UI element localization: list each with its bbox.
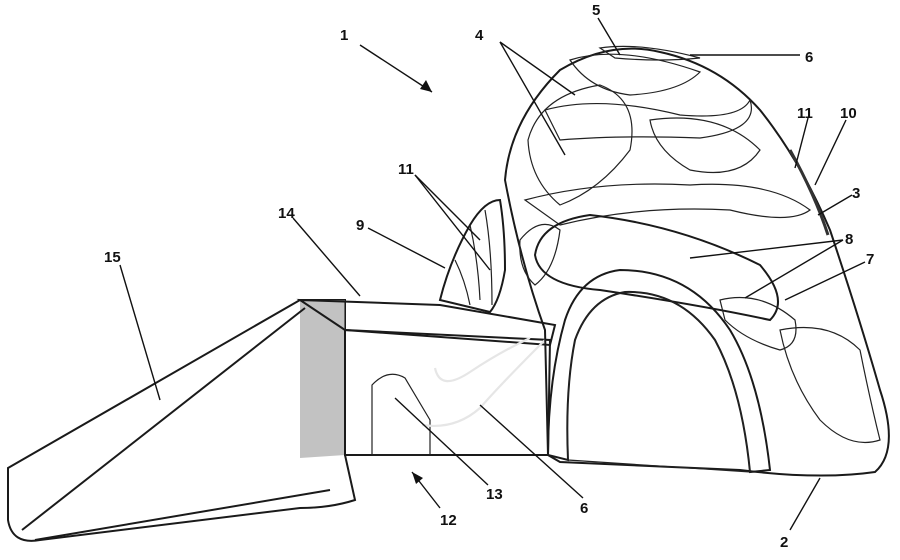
tunnel-roof xyxy=(296,298,557,347)
ref-label-3: 3 xyxy=(852,185,860,202)
frame-rib xyxy=(469,224,481,301)
side-window-panel xyxy=(719,296,797,351)
ramp-side-face xyxy=(300,300,345,458)
ref-label-11-left: 11 xyxy=(398,161,414,178)
dome-light-patch xyxy=(527,84,633,206)
inner-door xyxy=(371,373,431,456)
tunnel-opening xyxy=(344,328,552,456)
ref-label-1: 1 xyxy=(340,27,348,44)
ref-label-12: 12 xyxy=(440,512,457,529)
ramp-ridge-line xyxy=(34,489,331,541)
front-ramp xyxy=(7,299,357,542)
dome-light-patch xyxy=(569,53,702,96)
dome-body xyxy=(503,47,890,477)
side-frame xyxy=(438,198,507,314)
ref-label-6-top: 6 xyxy=(805,49,813,66)
ref-label-2: 2 xyxy=(780,534,788,551)
front-arch xyxy=(546,268,772,474)
front-arch-fill xyxy=(566,291,751,473)
ref-label-4: 4 xyxy=(475,27,484,44)
ref-label-8: 8 xyxy=(845,231,853,248)
ref-label-13: 13 xyxy=(486,486,503,503)
dome-light-patch xyxy=(779,326,881,444)
ref-label-15: 15 xyxy=(104,249,121,266)
ref-label-7: 7 xyxy=(866,251,874,268)
cable xyxy=(421,337,546,427)
dome-light-patch xyxy=(649,117,761,173)
ref-label-10: 10 xyxy=(840,105,857,122)
side-window-panel xyxy=(533,213,779,322)
ref-label-9: 9 xyxy=(356,217,364,234)
ramp-ridge-line xyxy=(21,307,306,531)
ref-label-5: 5 xyxy=(592,2,600,19)
right-edge-strip xyxy=(788,149,830,236)
dome-dark-band xyxy=(544,98,752,141)
leader-lines xyxy=(119,17,866,531)
frame-rib xyxy=(454,259,471,306)
ref-label-14: 14 xyxy=(278,205,295,222)
frame-rib xyxy=(484,209,493,306)
ref-label-6-bottom: 6 xyxy=(580,500,588,517)
ref-label-11-right: 11 xyxy=(797,105,813,122)
dome-dark-band xyxy=(523,183,812,226)
top-vent xyxy=(598,45,701,61)
dome-light-patch xyxy=(519,223,561,286)
